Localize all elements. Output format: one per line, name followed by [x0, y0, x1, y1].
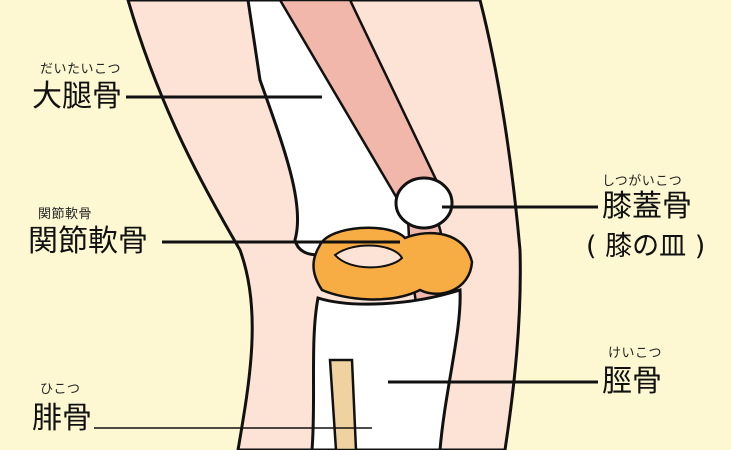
cartilage-ruby: 関節軟骨 — [38, 203, 92, 222]
tibia-ruby: けいこつ — [608, 342, 662, 361]
cartilage-label: 関節軟骨 — [28, 227, 148, 257]
femur-label: 大腿骨 — [32, 82, 122, 112]
tibia-label: 脛骨 — [602, 367, 662, 397]
femur-ruby: だいたいこつ — [40, 58, 121, 77]
patella-sublabel: ( 膝の皿 ) — [586, 232, 705, 262]
fibula-bone — [330, 360, 356, 450]
patella-label: 膝蓋骨 — [602, 192, 692, 222]
patella-bone — [396, 178, 452, 228]
fibula-label: 腓骨 — [32, 404, 92, 434]
fibula-ruby: ひこつ — [40, 378, 81, 397]
patella-ruby: しつがいこつ — [602, 170, 682, 189]
